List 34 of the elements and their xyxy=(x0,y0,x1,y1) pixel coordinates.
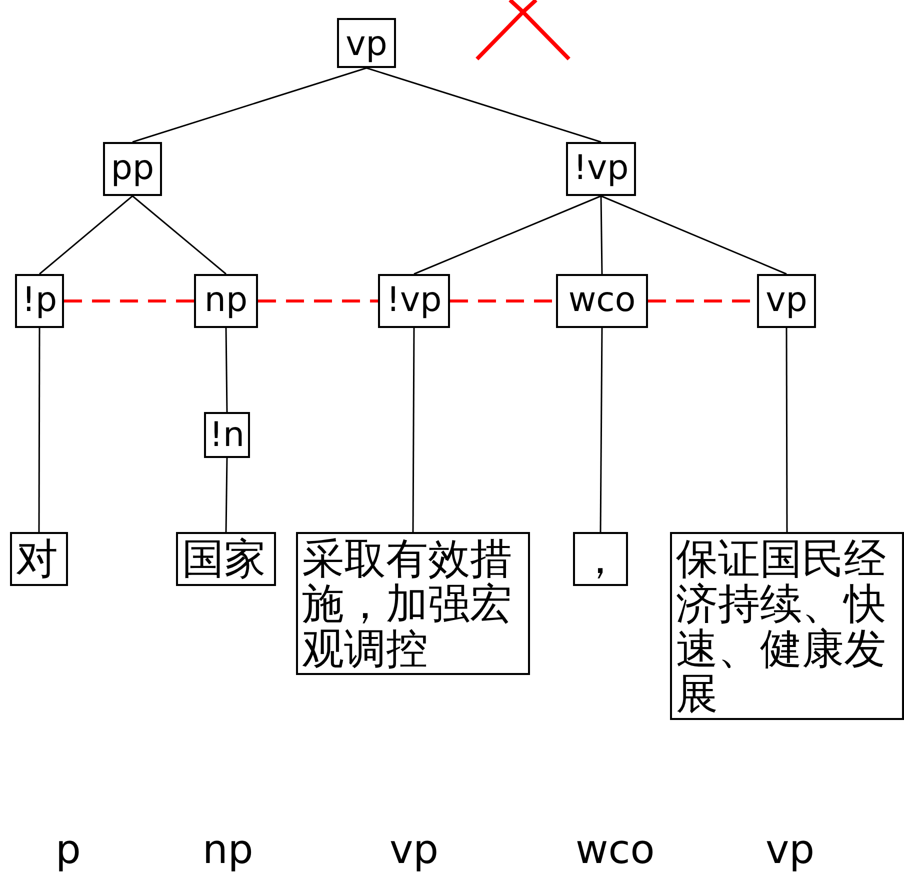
tree-branch xyxy=(600,328,603,532)
tree-branch xyxy=(412,328,415,532)
tree-branch xyxy=(600,195,787,275)
category-box: pp xyxy=(103,142,162,196)
category-box: vp xyxy=(337,18,396,68)
category-label: p xyxy=(56,826,81,874)
tree-branch xyxy=(132,195,226,275)
word-box: 保证国民经济持续、快速、健康发展 xyxy=(670,532,904,720)
word-box: 国家 xyxy=(176,532,276,586)
tree-branch xyxy=(39,195,133,275)
word-box: ， xyxy=(573,532,628,586)
dashed-link xyxy=(64,300,194,302)
tree-branch xyxy=(786,328,788,532)
word-box: 采取有效措施，加强宏观调控 xyxy=(296,532,530,675)
tree-branch xyxy=(600,196,603,274)
word-box: 对 xyxy=(10,532,68,586)
tree-branch xyxy=(414,195,602,275)
category-box: !p xyxy=(15,274,64,328)
category-box: vp xyxy=(757,274,816,328)
category-box: wco xyxy=(556,274,648,328)
category-label: vp xyxy=(390,826,439,874)
category-label: np xyxy=(202,826,254,874)
tree-branch xyxy=(38,328,40,532)
tree-branch xyxy=(225,458,228,532)
category-box: !n xyxy=(204,412,250,458)
category-label: wco xyxy=(576,826,655,874)
category-label: vp xyxy=(766,826,815,874)
tree-branch xyxy=(132,67,367,143)
dashed-link xyxy=(258,300,378,302)
category-box: np xyxy=(194,274,258,328)
tree-branch xyxy=(225,328,228,412)
category-box: !vp xyxy=(566,142,636,196)
tree-branch xyxy=(366,67,602,143)
category-box: !vp xyxy=(378,274,450,328)
